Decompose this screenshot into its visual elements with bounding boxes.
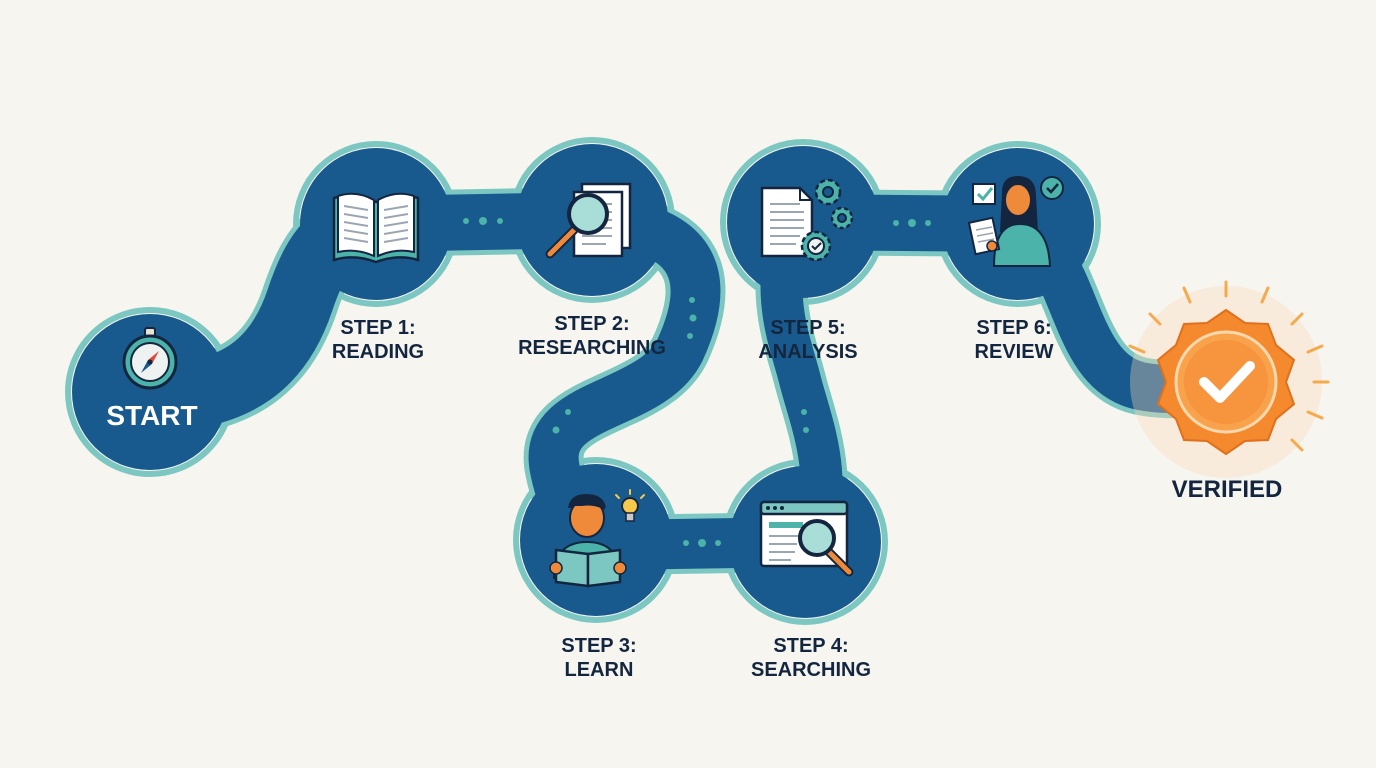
open-book-icon <box>332 192 420 264</box>
step-6-label: STEP 6: REVIEW <box>975 316 1054 364</box>
step-1-label: STEP 1: READING <box>332 316 424 364</box>
browser-search-icon <box>759 500 854 577</box>
step-4-number: STEP 4: <box>773 635 849 657</box>
step-2-number: STEP 2: <box>554 313 630 335</box>
step-2-label: STEP 2: RESEARCHING <box>518 312 666 360</box>
person-review-icon <box>967 176 1052 267</box>
path-fill <box>72 144 1246 618</box>
document-gears-icon <box>760 178 854 262</box>
start-node <box>72 314 228 470</box>
step-5-number: STEP 5: <box>770 317 846 339</box>
clipboard-check-icon <box>972 183 996 205</box>
compass-icon <box>122 327 178 390</box>
document-magnifier-icon <box>545 182 632 259</box>
step-1-number: STEP 1: <box>340 317 416 339</box>
step-1-title: READING <box>331 341 425 363</box>
step-4-title: SEARCHING <box>750 659 872 681</box>
step-6-number: STEP 6: <box>976 317 1052 339</box>
verified-label: VERIFIED <box>1171 476 1283 503</box>
step-3-label: STEP 3: LEARN <box>561 634 636 682</box>
person-reading-icon <box>549 494 627 588</box>
verified-badge-icon <box>1128 280 1330 478</box>
step-2-title: RESEARCHING <box>518 337 666 359</box>
connector-dots <box>463 217 931 547</box>
step-3-node <box>520 464 672 616</box>
checkmark-circle-icon <box>1040 176 1064 200</box>
step-6-title: REVIEW <box>974 341 1054 363</box>
step-5-label: STEP 5: ANALYSIS <box>758 316 857 364</box>
lightbulb-icon <box>615 489 645 522</box>
start-label: START <box>106 400 198 431</box>
step-4-label: STEP 4: SEARCHING <box>751 634 871 682</box>
step-5-title: ANALYSIS <box>758 341 858 363</box>
step-3-title: LEARN <box>564 659 634 681</box>
step-3-number: STEP 3: <box>561 635 637 657</box>
